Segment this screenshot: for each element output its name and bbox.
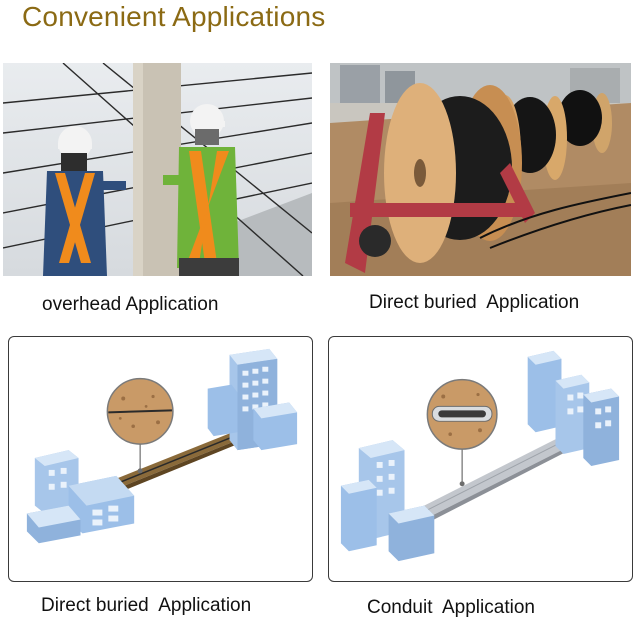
direct-buried-application-photo — [330, 63, 631, 276]
direct-buried-application-caption-top: Direct buried Application — [369, 292, 580, 313]
conduit-application-diagram — [328, 336, 633, 582]
page-title: Convenient Applications — [22, 1, 326, 32]
overhead-application-photo — [3, 63, 312, 276]
conduit-application-caption: Conduit Application — [367, 597, 535, 618]
direct-buried-application-diagram — [8, 336, 313, 582]
overhead-application-caption: overhead Application — [42, 294, 219, 315]
direct-buried-application-caption-bottom: Direct buried Application — [41, 595, 252, 616]
